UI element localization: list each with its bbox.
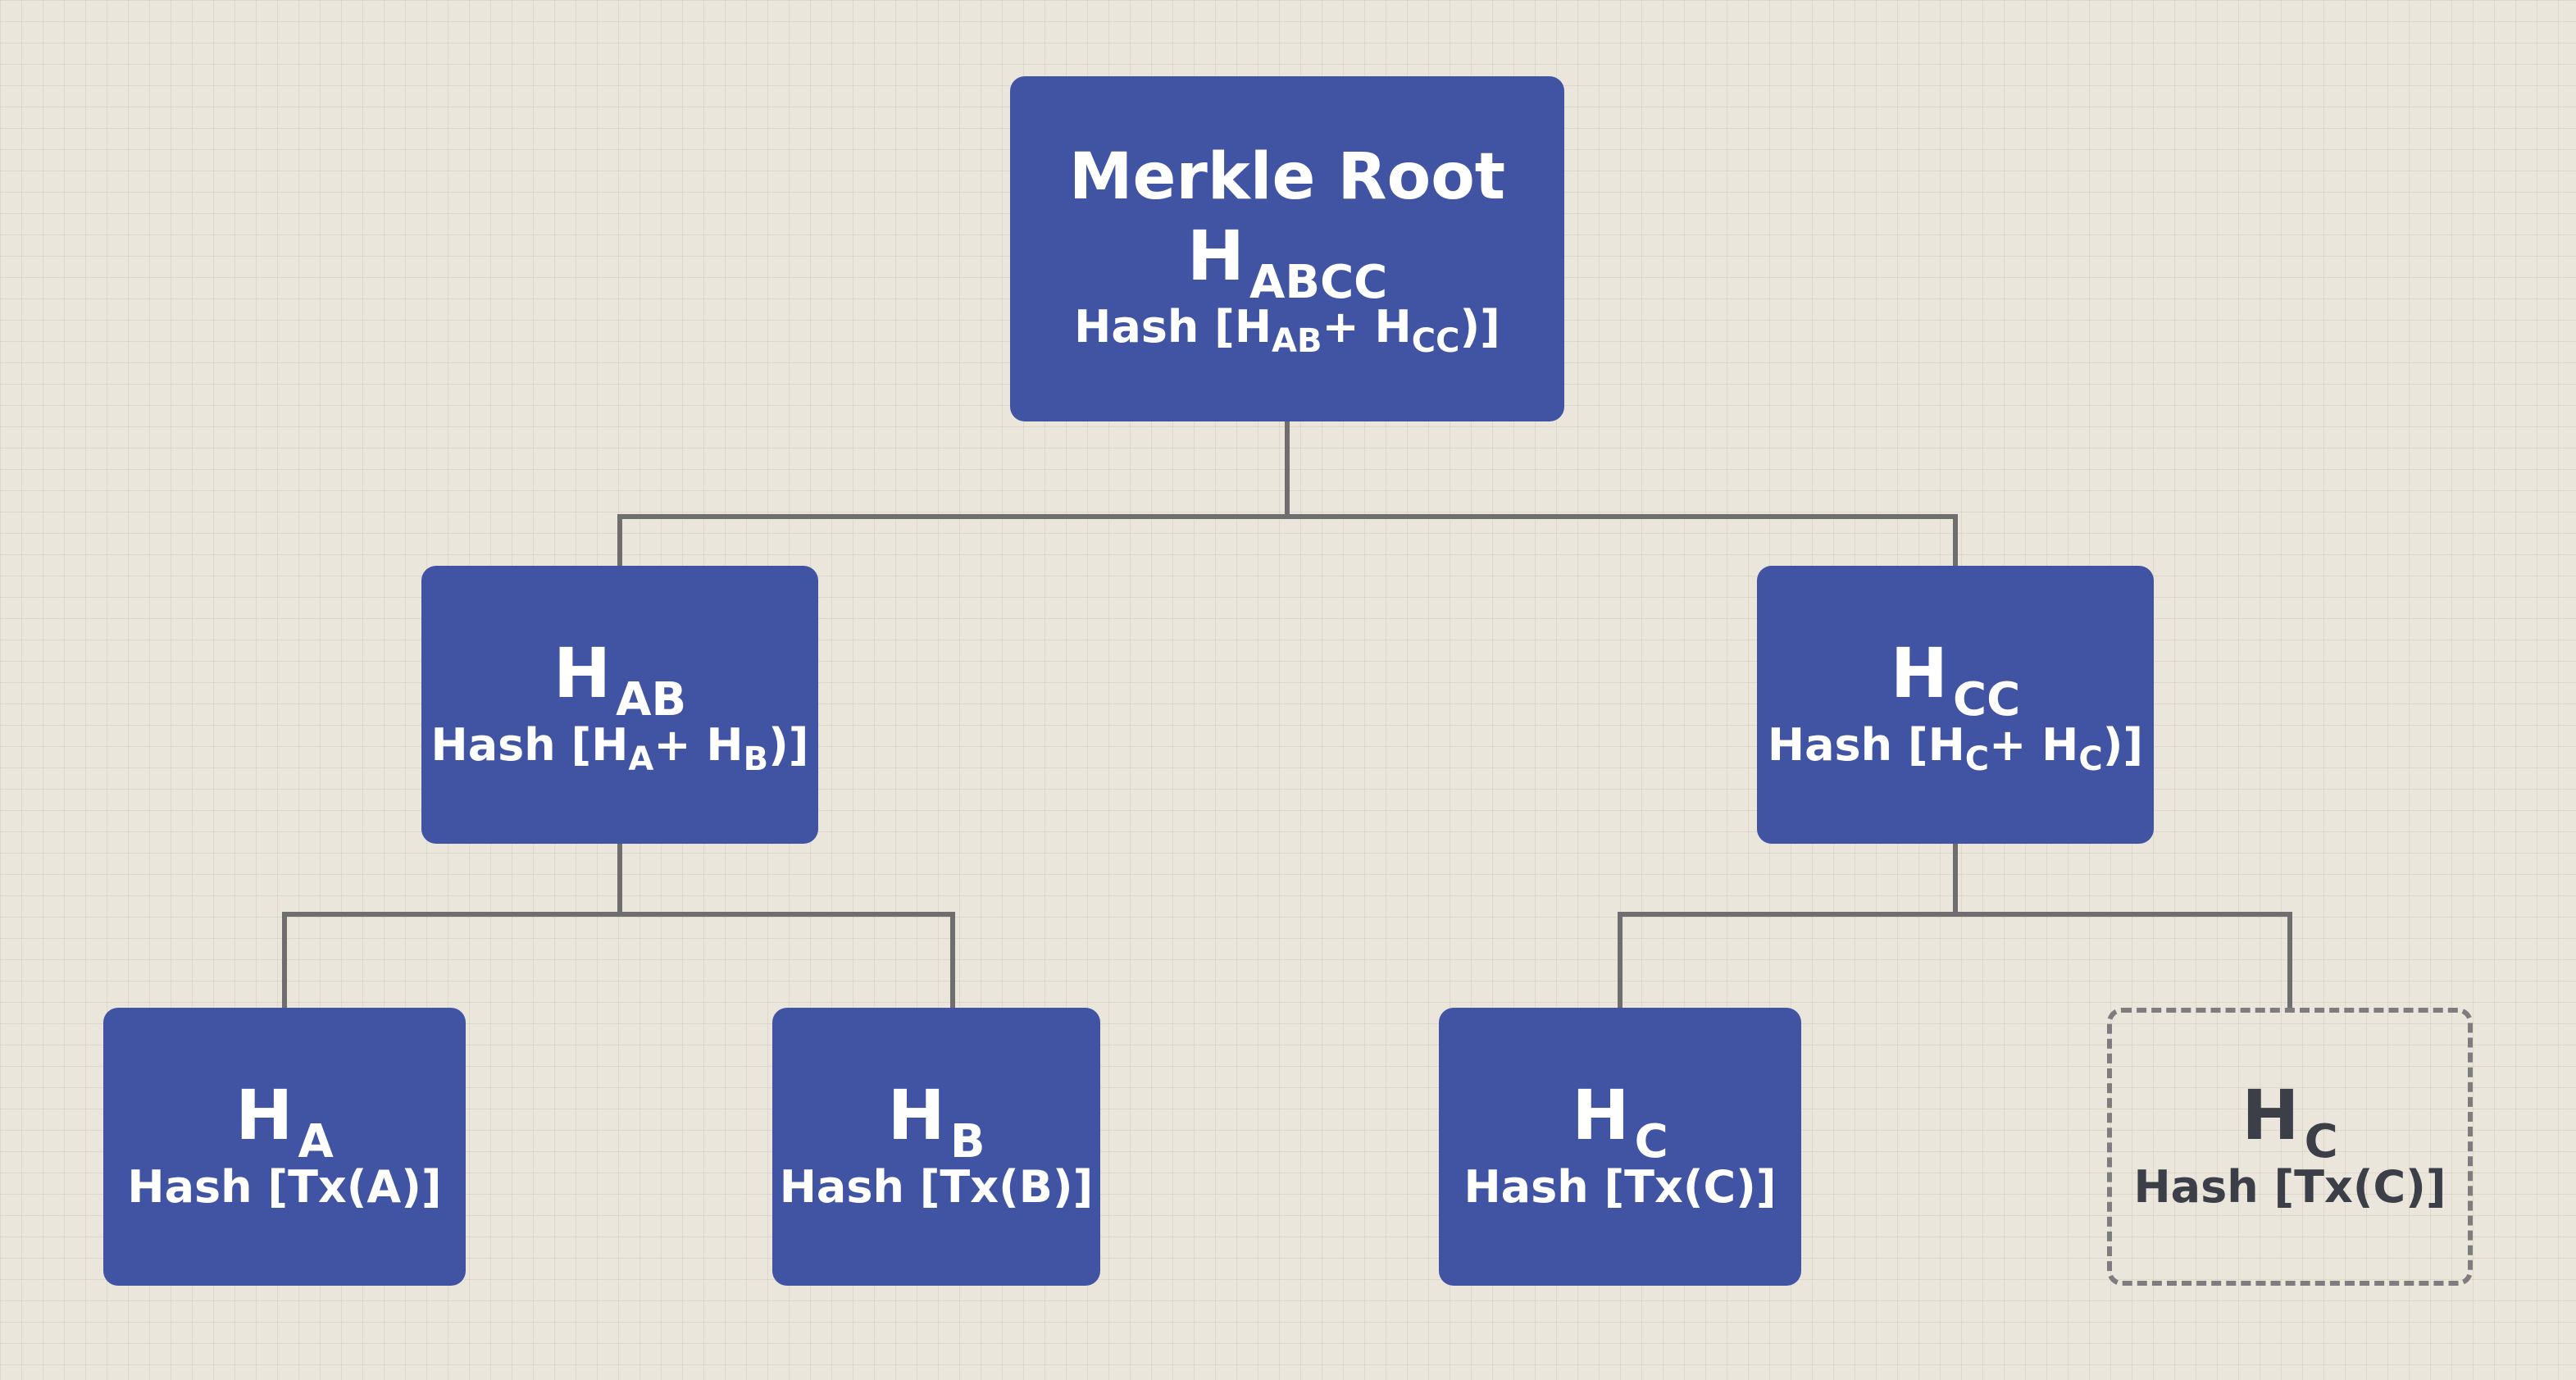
root-hash-subscript: ABCC xyxy=(1249,256,1388,310)
hcc-formula-suffix: )] xyxy=(2102,718,2144,771)
hcc-formula-plus: + H xyxy=(1989,718,2079,771)
hab-formula-prefix: Hash [H xyxy=(430,718,629,771)
hcc-formula-prefix: Hash [H xyxy=(1767,718,1965,771)
root-formula-right-sub: CC xyxy=(1411,322,1460,361)
root-hash-letter: H xyxy=(1186,216,1245,297)
hb-hash-formula: Hash [Tx(B)] xyxy=(779,1160,1094,1213)
ha-hash-formula: Hash [Tx(A)] xyxy=(127,1160,442,1213)
hab-formula-plus: + H xyxy=(653,718,744,771)
hcc-formula-right-sub: C xyxy=(2078,740,2103,778)
hc-duplicate-hash-letter: H xyxy=(2241,1075,2300,1156)
hc-hash-subscript: C xyxy=(1634,1115,1668,1169)
root-formula-prefix: Hash [H xyxy=(1074,301,1272,353)
root-hash-formula: Hash [HAB+ HCC)] xyxy=(1074,298,1500,360)
hab-hash-letter: H xyxy=(553,633,612,714)
hab-hash-subscript: AB xyxy=(616,673,687,727)
hc-hash-formula: Hash [Tx(C)] xyxy=(1463,1160,1777,1213)
root-formula-plus: + H xyxy=(1322,301,1412,353)
hab-hash-formula: Hash [HA+ HB)] xyxy=(430,717,809,778)
ha-hash-letter: H xyxy=(235,1075,294,1156)
hb-hash-subscript: B xyxy=(949,1115,985,1169)
hcc-hash-subscript: CC xyxy=(1953,673,2021,727)
hc-duplicate-hash-subscript: C xyxy=(2304,1115,2338,1169)
merkle-root-title: Merkle Root xyxy=(1068,140,1506,215)
hab-formula-left-sub: A xyxy=(628,740,654,778)
hc-duplicate-hash-formula: Hash [Tx(C)] xyxy=(2133,1160,2446,1213)
hcc-hash-letter: H xyxy=(1890,633,1949,714)
root-formula-left-sub: AB xyxy=(1272,322,1322,361)
ha-hash-subscript: A xyxy=(298,1115,334,1169)
hab-formula-suffix: )] xyxy=(768,718,809,771)
hcc-hash-formula: Hash [HC+ HC)] xyxy=(1767,717,2144,778)
hb-hash-letter: H xyxy=(887,1075,945,1156)
hc-hash-letter: H xyxy=(1572,1075,1630,1156)
hcc-formula-left-sub: C xyxy=(1964,740,1990,778)
hab-formula-right-sub: B xyxy=(743,740,769,778)
root-formula-suffix: )] xyxy=(1459,301,1500,353)
